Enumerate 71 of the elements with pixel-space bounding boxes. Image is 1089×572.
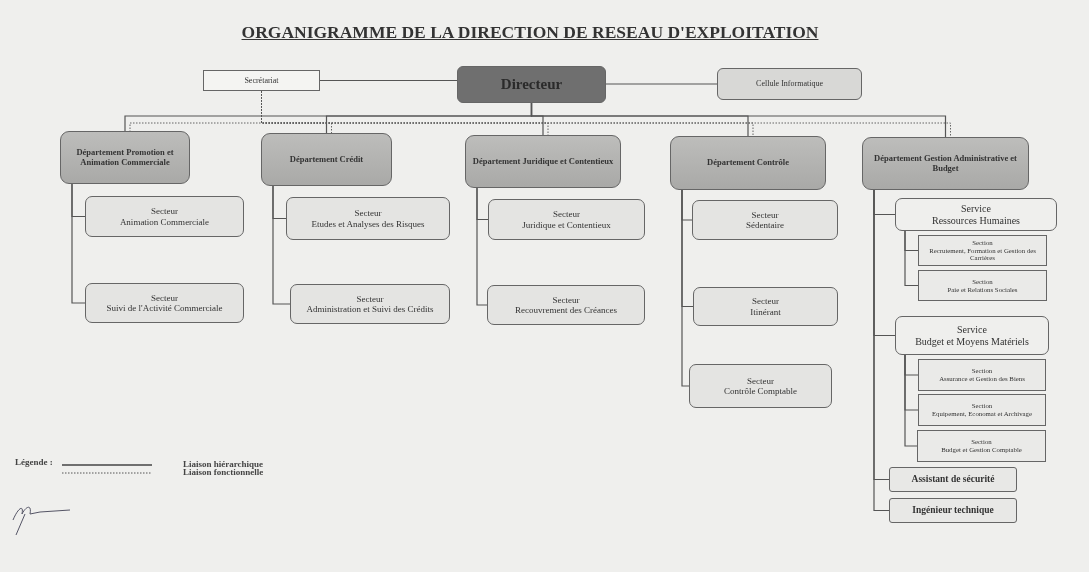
box-text: Département Gestion Administrative et Budget (873, 153, 1018, 174)
box-text: Administration et Suivi des Crédits (306, 304, 434, 315)
box-text: Itinérant (750, 306, 781, 317)
department-box (862, 137, 1029, 190)
sector-box (290, 284, 450, 324)
dotted-connector (261, 90, 951, 138)
box-text: Ressources Humaines (931, 214, 1020, 226)
box-text: Contrôle Comptable (723, 386, 798, 397)
box-text: Département Contrôle (707, 158, 789, 168)
connector-line (681, 189, 690, 387)
box-text: Département Juridique et Contentieux (472, 156, 614, 167)
box-heading: Secteur (356, 293, 384, 304)
box-text: Sédentaire (746, 220, 784, 231)
box-heading: Secteur (151, 206, 178, 217)
box-heading: Secteur (752, 296, 779, 307)
box-heading: Secteur (552, 294, 580, 305)
sector-box (693, 287, 838, 326)
box-text: Animation Commerciale (119, 216, 210, 227)
office-box (203, 70, 320, 91)
box-text: Département Crédit (289, 154, 364, 165)
box-heading: Service (961, 203, 991, 215)
connector-line (904, 230, 919, 287)
box-heading: Secteur (553, 209, 580, 220)
box-text: Juridique et Contentieux (522, 219, 611, 230)
connector-line (319, 79, 458, 82)
box-text: Etudes et Analyses des Risques (311, 218, 425, 229)
box-text: Secrétariat (244, 75, 279, 86)
legend-label: Liaison hiérarchique (183, 459, 264, 469)
connector-line (476, 187, 488, 306)
connector-line (71, 183, 86, 304)
section-box (918, 394, 1046, 426)
service-box (895, 316, 1049, 355)
department-box (465, 135, 621, 188)
box-text: Département Promotion et Animation Commerciale (75, 147, 175, 168)
section-box (918, 270, 1047, 301)
legend-heading: Légende : (15, 457, 53, 467)
chart-title: ORGANIGRAMME DE LA DIRECTION DE RESEAU D'EXPLOITATION (240, 22, 820, 43)
section-box (918, 235, 1047, 266)
department-box (670, 136, 826, 190)
connector-line (272, 185, 291, 305)
sector-box (692, 200, 838, 240)
director-box (457, 66, 606, 103)
department-box (60, 131, 190, 184)
sector-box (286, 197, 450, 240)
box-heading: Service (957, 324, 987, 336)
box-heading: Secteur (354, 208, 382, 219)
office-box (717, 68, 862, 100)
sector-box (689, 364, 832, 408)
service-box (895, 198, 1057, 231)
section-box (918, 359, 1046, 391)
box-text: Cellule Informatique (756, 79, 823, 89)
staff-box (889, 498, 1017, 523)
connector-line (605, 83, 718, 85)
department-box (261, 133, 392, 186)
box-text: Assistant de sécurité (911, 474, 995, 485)
box-text: Recouvrement des Créances (515, 305, 617, 316)
box-heading: Secteur (747, 375, 774, 386)
box-heading: Secteur (151, 292, 178, 303)
box-heading: Secteur (751, 209, 779, 220)
box-text: Directeur (500, 75, 563, 94)
box-text: Suivi de l'Activité Commerciale (106, 303, 223, 314)
connector-line (904, 354, 918, 447)
box-text: Ingénieur technique (912, 505, 994, 516)
sector-box (85, 196, 244, 237)
sector-box (488, 199, 645, 240)
box-text: Budget et Moyens Matériels (915, 335, 1029, 347)
connector-line (530, 102, 947, 138)
section-box (917, 430, 1046, 462)
sector-box (85, 283, 244, 323)
sector-box (487, 285, 645, 325)
staff-box (889, 467, 1017, 492)
